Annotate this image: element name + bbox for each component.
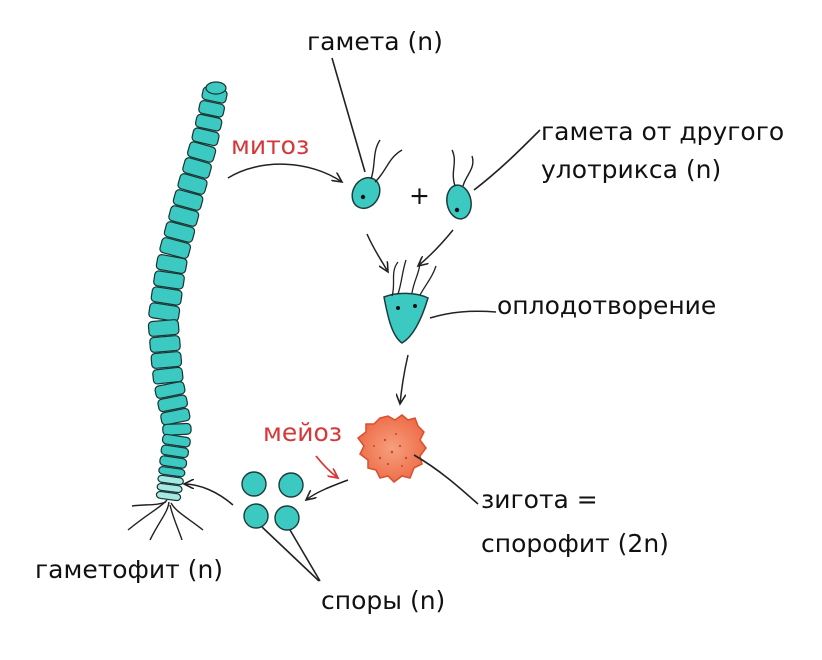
mitosis-label: митоз xyxy=(231,131,310,160)
filament-gametophyte xyxy=(147,81,228,502)
leader-lines xyxy=(261,57,541,582)
filament-cell xyxy=(177,173,208,195)
zygote-icon xyxy=(356,414,427,483)
filament-cell xyxy=(155,254,188,274)
gametophyte-label: гаметофит (n) xyxy=(35,555,224,584)
filament-cell xyxy=(147,319,180,337)
other-gamete-icon xyxy=(446,149,474,220)
gamete-label: гамета (n) xyxy=(307,27,443,56)
meiosis-arrow xyxy=(315,455,338,478)
cycle-arrows xyxy=(184,163,454,506)
filament-cell xyxy=(159,455,188,469)
filament-cell xyxy=(191,127,220,147)
filament-cell xyxy=(161,433,191,448)
filament-cell xyxy=(159,237,192,259)
filament-cell xyxy=(168,205,200,227)
gamete-icon xyxy=(351,139,403,210)
filament-cell xyxy=(158,466,186,478)
filament-cell xyxy=(153,270,185,290)
filament-cell xyxy=(156,482,183,494)
filament-cell xyxy=(198,100,226,118)
filament-cell xyxy=(150,286,183,306)
filament-tip xyxy=(205,81,227,95)
plus-sign: + xyxy=(409,181,430,210)
filament-cell xyxy=(194,113,223,132)
meiosis-label: мейоз xyxy=(263,418,343,447)
other-gamete-label-line2: улотрикса (n) xyxy=(541,155,722,184)
filament-cell xyxy=(155,490,182,502)
filament-cell xyxy=(163,221,196,243)
filament-cell xyxy=(149,335,181,353)
filament-cell xyxy=(160,407,191,426)
spores-label: споры (n) xyxy=(321,586,446,615)
rhizoid-icon xyxy=(127,499,204,541)
fertilization-label: оплодотворение xyxy=(497,291,717,320)
filament-cell xyxy=(160,444,190,459)
spores-icon xyxy=(241,471,304,531)
zygote-label-line1: зигота = xyxy=(481,485,598,514)
filament-cell xyxy=(157,394,189,413)
other-gamete-label-line1: гамета от другого xyxy=(541,117,785,146)
filament-cell xyxy=(186,141,217,163)
filament-cell xyxy=(148,302,181,322)
filament-cell xyxy=(182,157,212,179)
zygote-label-line2: спорофит (2n) xyxy=(481,529,669,558)
filament-cell xyxy=(162,422,192,436)
fertilized-cell-icon xyxy=(383,259,437,344)
filament-cell xyxy=(150,351,183,369)
filament-cell xyxy=(154,381,186,399)
filament-cell xyxy=(172,189,204,211)
filament-cell xyxy=(152,366,184,385)
